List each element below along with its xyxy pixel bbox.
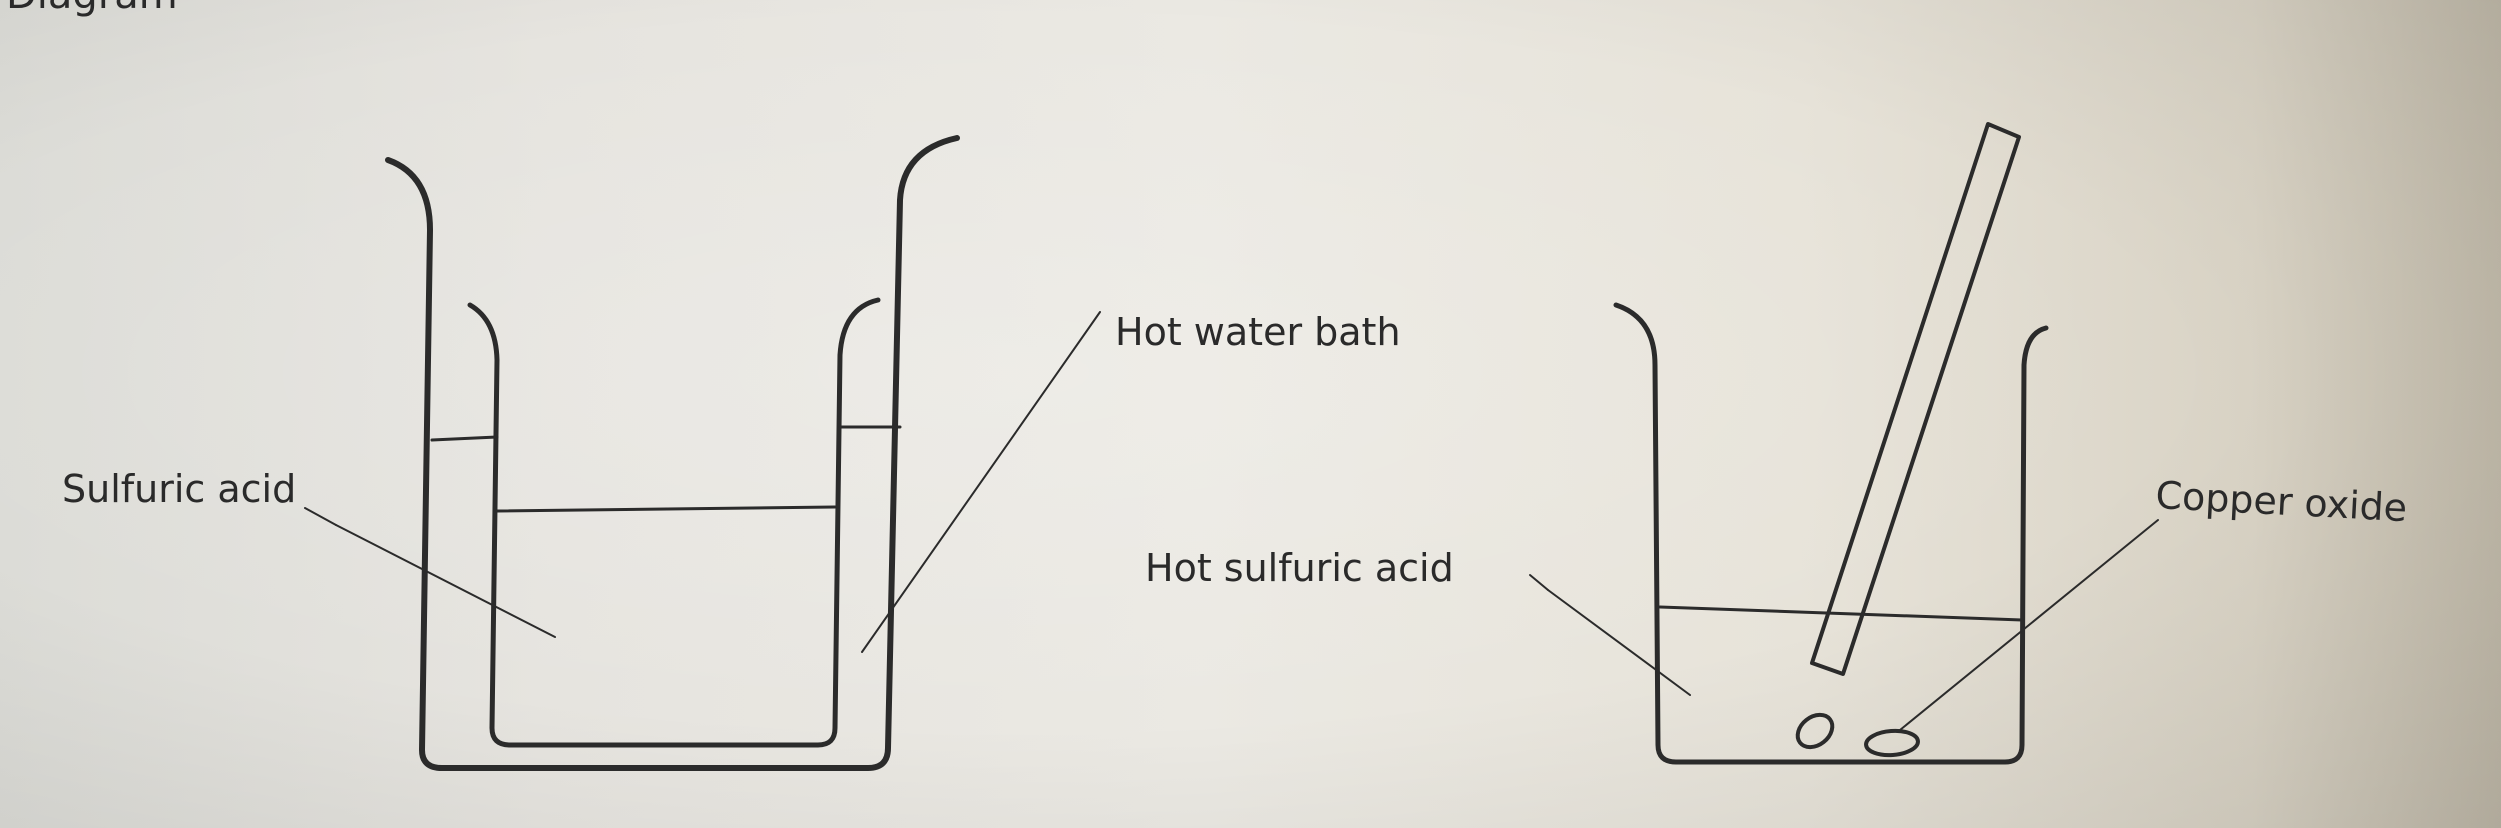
leader-underline-sulfuric-acid xyxy=(304,507,337,526)
leader-line-hot-sulfuric-acid xyxy=(1547,589,1691,696)
leader-line-copper-oxide xyxy=(1899,519,2159,731)
partial-heading: Diagram xyxy=(6,0,178,18)
label-hot-sulfuric-acid: Hot sulfuric acid xyxy=(1145,546,1454,590)
outer-beaker xyxy=(385,135,960,771)
hot-acid-level-line xyxy=(1658,605,2024,622)
label-sulfuric-acid: Sulfuric acid xyxy=(62,467,296,511)
leader-line-hot-water-bath xyxy=(861,311,1101,653)
acid-level-line xyxy=(495,505,837,513)
leader-tick-hot-sulfuric-acid xyxy=(1529,574,1549,591)
label-hot-water-bath: Hot water bath xyxy=(1115,310,1401,354)
right-setup: Hot sulfuric acid Copper oxide xyxy=(1145,122,2409,765)
inner-beaker xyxy=(467,297,881,748)
copper-oxide-granule-2 xyxy=(1864,728,1920,758)
leader-line-sulfuric-acid xyxy=(335,524,556,638)
label-copper-oxide: Copper oxide xyxy=(2155,473,2409,530)
glass-rod xyxy=(1810,122,2021,676)
copper-oxide-granule-1 xyxy=(1795,712,1835,750)
right-beaker xyxy=(1613,302,2049,765)
water-level-left xyxy=(430,435,499,442)
left-setup: Sulfuric acid Hot water bath xyxy=(62,135,1401,771)
